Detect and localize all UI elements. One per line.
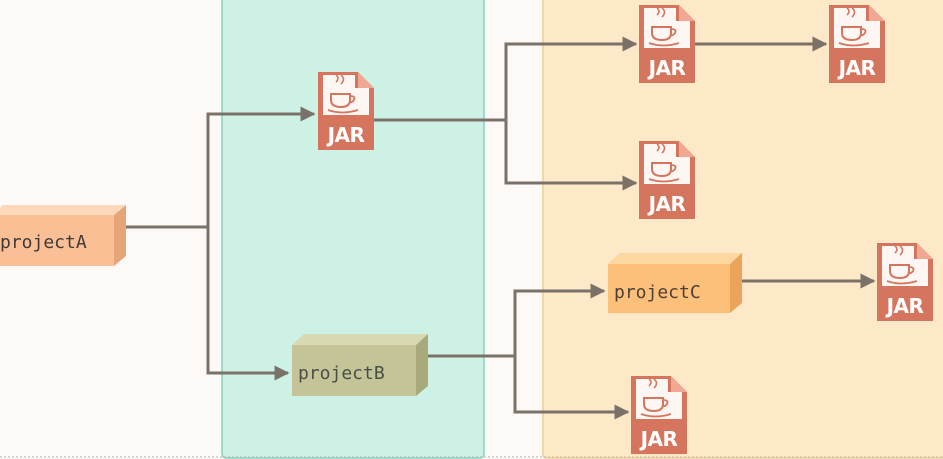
- jar-c1-label: JAR: [647, 56, 686, 80]
- jar-c5: JAR: [630, 375, 688, 455]
- jar-c1: JAR: [638, 4, 696, 84]
- jar-c4-label: JAR: [885, 294, 924, 318]
- projectC-box: projectC: [608, 253, 742, 313]
- jar-b1-label: JAR: [326, 123, 365, 147]
- jar-c3: JAR: [638, 140, 696, 220]
- yellow-panel: [542, 0, 943, 459]
- jar-c2: JAR: [828, 4, 886, 84]
- jar-c5-label: JAR: [639, 427, 678, 451]
- edge-projectB-to-projectC: [513, 283, 606, 356]
- projectA-box: projectA: [0, 205, 126, 266]
- edge-projectA-to-projectB: [206, 227, 290, 381]
- jar-c4: JAR: [876, 242, 934, 322]
- projectB-label: projectB: [298, 363, 385, 384]
- edge-projectB-to-jar-c5: [513, 356, 630, 420]
- jar-c3-label: JAR: [647, 192, 686, 216]
- jar-b1: JAR: [317, 71, 375, 151]
- edge-projectA-to-jar-b1: [206, 106, 316, 227]
- edge-jar-b1-to-jar-c1: [504, 36, 638, 120]
- projectB-box: projectB: [292, 334, 428, 396]
- jar-c2-label: JAR: [837, 56, 876, 80]
- projectA-label: projectA: [0, 232, 87, 253]
- projectC-label: projectC: [614, 282, 701, 303]
- edge-jar-b1-to-jar-c3: [504, 120, 638, 191]
